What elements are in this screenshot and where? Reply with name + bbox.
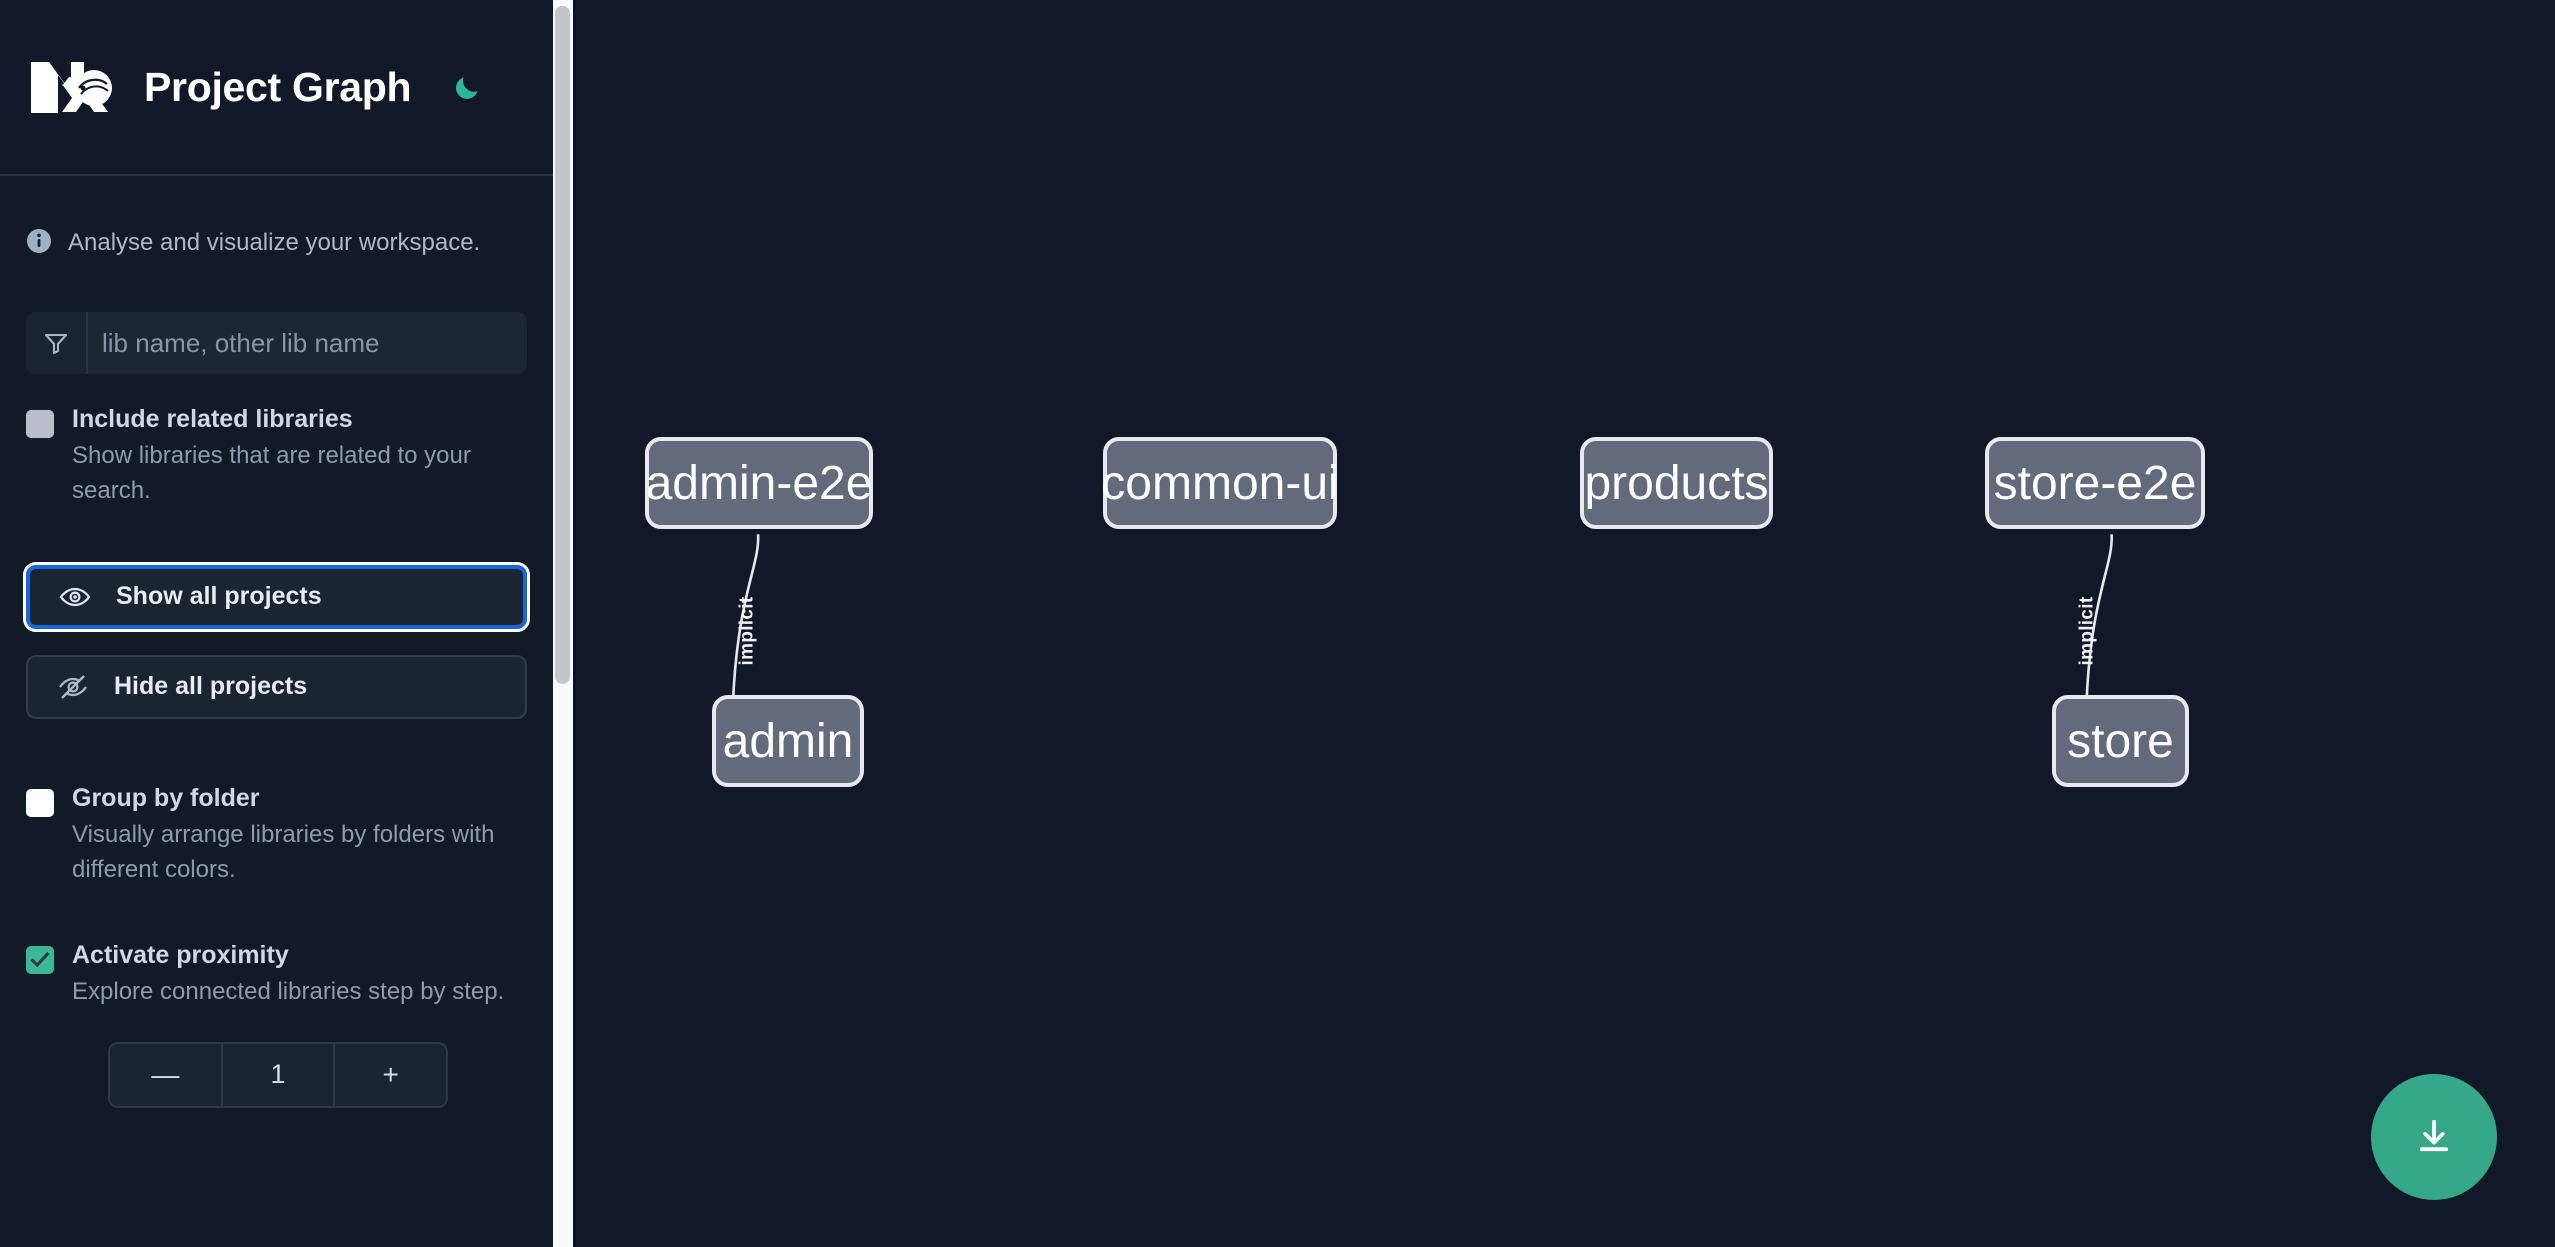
show-all-projects-label: Show all projects — [116, 582, 322, 611]
option-description: Show libraries that are related to your … — [72, 442, 471, 505]
tagline-text: Analyse and visualize your workspace. — [68, 229, 481, 256]
spacer — [26, 509, 527, 539]
sidebar-edge-divider — [573, 0, 576, 1247]
graph-node-label: store — [2067, 714, 2174, 768]
spacer — [26, 888, 527, 910]
stepper-decrement-button[interactable]: — — [110, 1043, 221, 1106]
nx-logo-icon — [26, 58, 122, 116]
graph-node-label: common-ui — [1101, 456, 1339, 510]
sidebar-body: Analyse and visualize your workspace. In… — [0, 176, 553, 1108]
option-title: Include related libraries — [72, 405, 353, 433]
graph-node-admin[interactable]: admin — [712, 695, 864, 787]
search-input[interactable] — [88, 312, 527, 374]
graph-node-common-ui[interactable]: common-ui — [1101, 437, 1339, 529]
hide-all-projects-label: Hide all projects — [114, 672, 308, 701]
graph-node-label: admin-e2e — [645, 456, 873, 510]
graph-node-label: admin — [722, 714, 854, 768]
option-include-related-libraries[interactable]: Include related libraries Show libraries… — [26, 404, 527, 509]
sidebar-scrollbar-track[interactable] — [553, 0, 573, 1247]
page-title: Project Graph — [144, 63, 412, 110]
stepper-increment-button[interactable]: + — [333, 1043, 446, 1106]
tagline: Analyse and visualize your workspace. — [26, 176, 527, 274]
hide-all-projects-button[interactable]: Hide all projects — [26, 654, 527, 719]
sidebar: Project Graph Analyse and visualize your… — [0, 0, 553, 1247]
graph-canvas[interactable]: admin-e2e common-ui products store-e2e a… — [553, 0, 2555, 1247]
edge-label-store-implicit: implicit — [2076, 596, 2098, 666]
graph-node-admin-e2e[interactable]: admin-e2e — [645, 437, 873, 529]
spacer — [26, 719, 527, 753]
info-icon — [26, 228, 52, 259]
option-activate-proximity[interactable]: Activate proximity Explore connected lib… — [26, 940, 527, 1010]
checkbox-activate-proximity[interactable] — [26, 945, 54, 974]
option-description: Visually arrange libraries by folders wi… — [72, 821, 495, 883]
download-button[interactable] — [2371, 1074, 2497, 1200]
graph-node-label: store-e2e — [1993, 456, 2197, 510]
eye-off-icon — [56, 670, 90, 704]
eye-icon — [58, 580, 92, 614]
graph-node-store-e2e[interactable]: store-e2e — [1985, 437, 2205, 529]
proximity-stepper[interactable]: — 1 + — [108, 1041, 448, 1108]
graph-node-products[interactable]: products — [1580, 437, 1773, 529]
graph-node-label: products — [1584, 456, 1769, 510]
graph-edges — [725, 534, 2113, 720]
checkbox-include-related-libraries[interactable] — [26, 410, 54, 438]
show-all-projects-button[interactable]: Show all projects — [23, 561, 530, 632]
filter-funnel-icon — [26, 312, 88, 374]
option-description: Explore connected libraries step by step… — [72, 977, 505, 1005]
sidebar-header: Project Graph — [0, 0, 553, 176]
sidebar-scrollbar-thumb[interactable] — [555, 6, 570, 684]
download-icon — [2412, 1114, 2456, 1161]
option-title: Activate proximity — [72, 940, 289, 969]
search-field-group[interactable] — [26, 312, 527, 374]
edge-label-admin-implicit: implicit — [736, 596, 758, 666]
option-title: Group by folder — [72, 783, 260, 812]
stepper-value: 1 — [220, 1043, 334, 1106]
moon-icon[interactable] — [445, 64, 491, 110]
checkbox-group-by-folder[interactable] — [26, 788, 54, 817]
option-group-by-folder[interactable]: Group by folder Visually arrange librari… — [26, 783, 527, 888]
graph-node-store[interactable]: store — [2052, 695, 2189, 787]
